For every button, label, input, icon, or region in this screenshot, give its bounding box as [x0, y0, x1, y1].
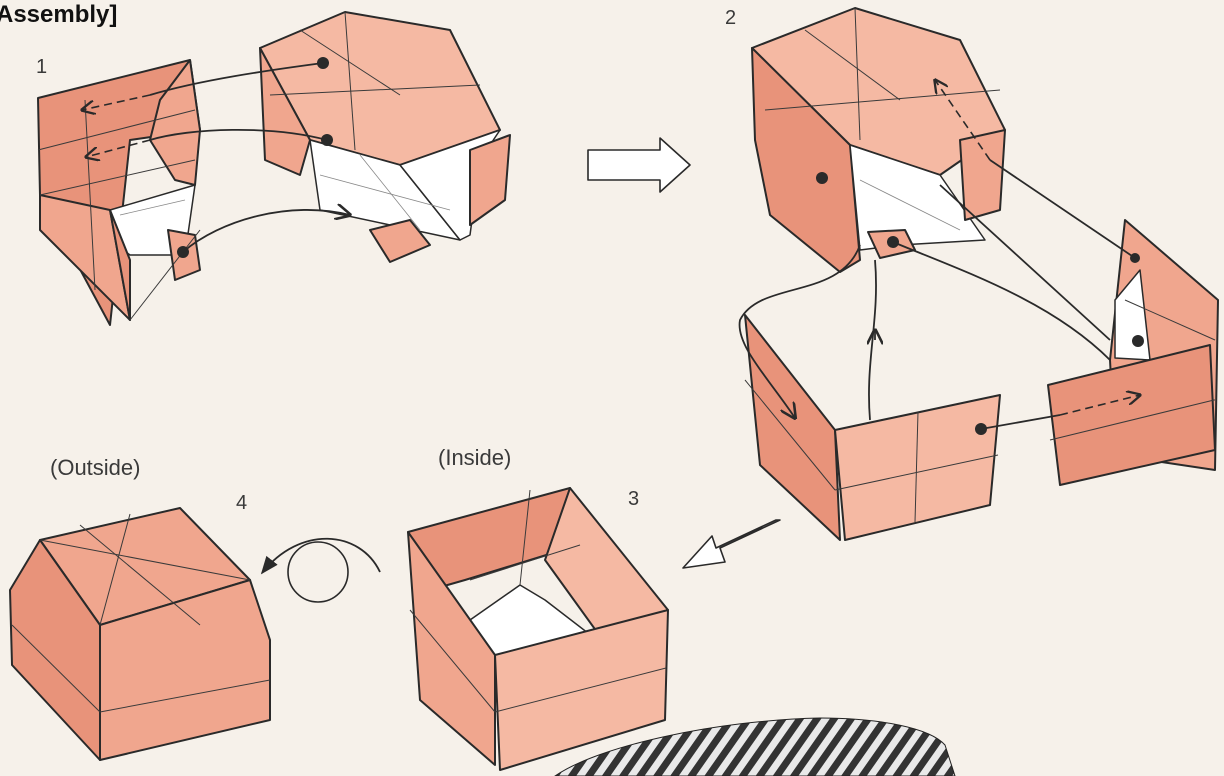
step1-left-unit: [38, 60, 200, 325]
next-step-arrow-icon: [588, 138, 690, 192]
step-number-4: 4: [236, 492, 247, 514]
previous-step-arrow-icon: [683, 520, 780, 568]
step1-right-unit: [260, 12, 510, 262]
step-number-3: 3: [628, 488, 639, 510]
step-number-2: 2: [725, 7, 736, 29]
page-title: Assembly]: [0, 1, 117, 28]
step3-box-inside: [408, 488, 668, 770]
step-number-1: 1: [36, 56, 47, 78]
caption-inside: (Inside): [438, 445, 511, 470]
flip-over-icon: [262, 539, 380, 602]
step2-top-unit: [752, 8, 1005, 272]
caption-outside: (Outside): [50, 455, 140, 480]
step4-box-outside: [10, 508, 270, 760]
